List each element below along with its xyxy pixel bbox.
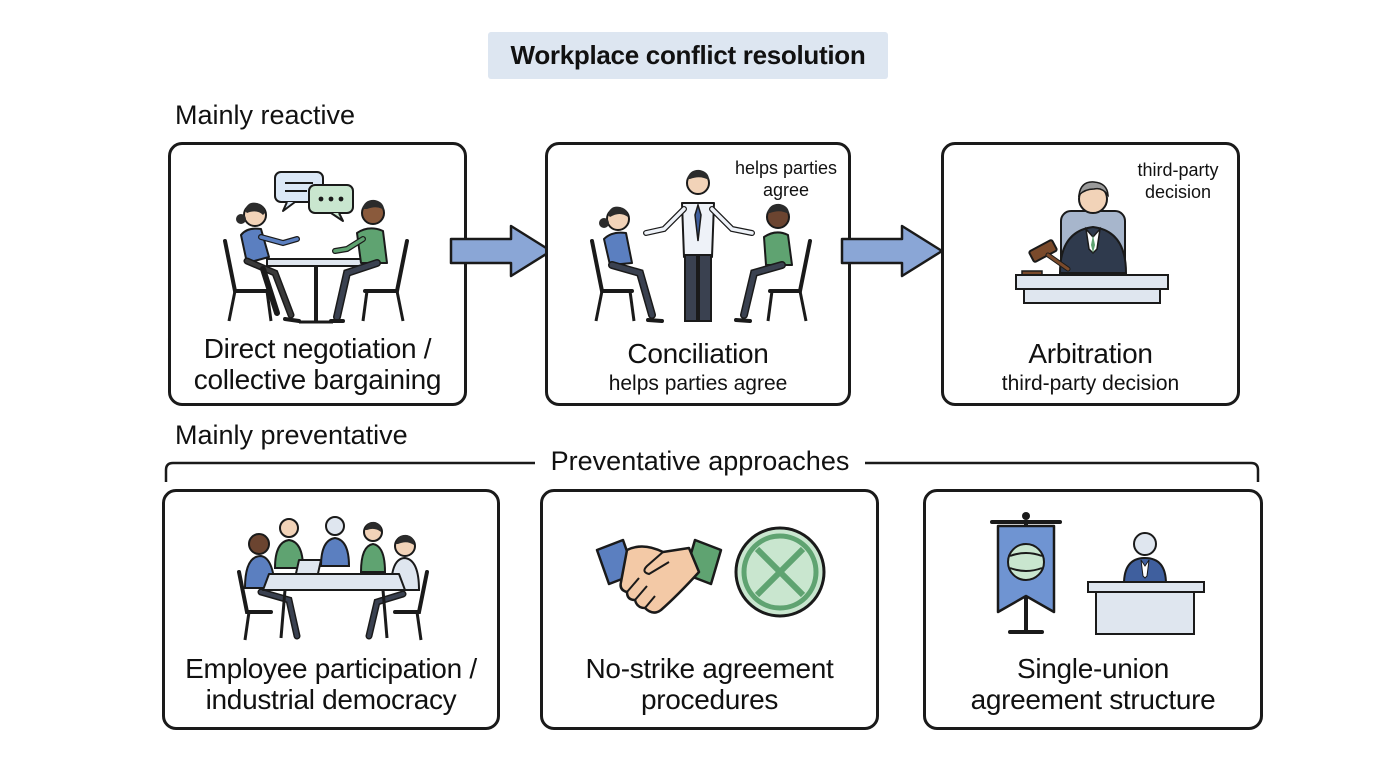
no-strike-icon [734, 526, 826, 618]
card-employee-participation: Employee participation / industrial demo… [162, 489, 500, 730]
card-arbitration: third-party decision Arbitration third-p… [941, 142, 1240, 406]
card-title-line: collective bargaining [193, 364, 442, 395]
note-line: decision [1144, 182, 1212, 202]
note-line: third-party [1137, 160, 1219, 180]
card-title-line: Employee participation / [185, 653, 477, 684]
card-title-arbitration: Arbitration [1028, 338, 1153, 369]
conciliator-icon [590, 169, 812, 323]
card-subtitle-arbitration: third-party decision [1001, 372, 1180, 395]
arbitration-note: third-party decision [1122, 159, 1234, 203]
arbitrator-icon [1015, 181, 1169, 304]
bracket-label: Preventative approaches [535, 446, 865, 477]
conciliation-note: helps parties agree [724, 157, 848, 201]
card-single-union: Single-union agreement structure [923, 489, 1263, 730]
card-title-no-strike: No-strike agreement procedures [543, 653, 876, 715]
card-subtitle-conciliation: helps parties agree [608, 372, 788, 395]
card-title-line: Direct negotiation / [203, 333, 432, 364]
card-title-line: procedures [640, 684, 779, 715]
card-title-direct-negotiation: Direct negotiation / collective bargaini… [171, 333, 464, 395]
diagram-title: Workplace conflict resolution [510, 40, 866, 70]
note-line: agree [762, 180, 810, 200]
section-label-preventative: Mainly preventative [175, 420, 408, 450]
flow-arrow-2 [840, 224, 944, 278]
card-title-conciliation: Conciliation [627, 338, 769, 369]
section-label-reactive: Mainly reactive [175, 100, 356, 130]
meeting-icon [237, 516, 429, 641]
handshake-icon [595, 526, 826, 618]
card-title-line: agreement structure [970, 684, 1216, 715]
flow-arrow-1 [449, 224, 553, 278]
union-banner-icon [990, 512, 1205, 635]
card-direct-negotiation: Direct negotiation / collective bargaini… [168, 142, 467, 406]
card-title-single-union: Single-union agreement structure [926, 653, 1260, 715]
card-title-line: industrial democracy [205, 684, 457, 715]
diagram-title-badge: Workplace conflict resolution [488, 32, 888, 79]
card-title-line: Single-union [1016, 653, 1170, 684]
card-conciliation: helps parties agree Conciliation helps p… [545, 142, 851, 406]
card-no-strike: No-strike agreement procedures [540, 489, 879, 730]
negotiation-icon [223, 171, 409, 324]
card-title-line: No-strike agreement [585, 653, 834, 684]
card-title-employee-participation: Employee participation / industrial demo… [165, 653, 497, 715]
note-line: helps parties [734, 158, 838, 178]
